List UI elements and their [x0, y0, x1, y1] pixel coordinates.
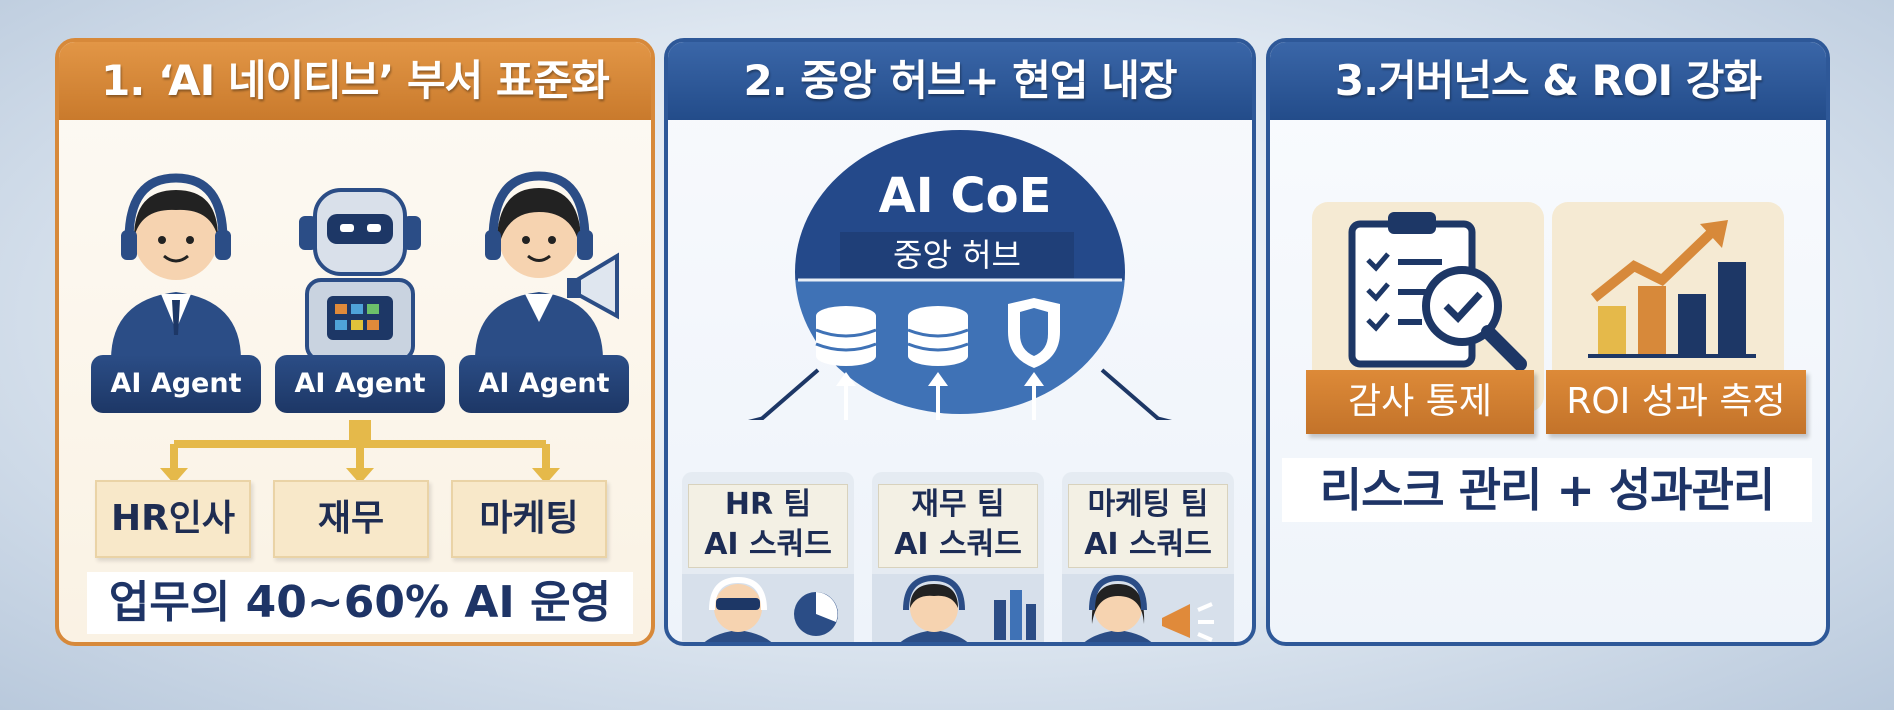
squad-finance: 재무 팀 AI 스쿼드: [872, 472, 1044, 642]
dept-hr: HR인사: [95, 480, 251, 558]
dept-finance: 재무: [273, 480, 429, 558]
megaphone-agent-icon: [475, 171, 619, 360]
hub-title: AI CoE: [878, 168, 1052, 224]
distribution-arrows: [160, 420, 560, 484]
agent-label-3: AI Agent: [459, 355, 629, 413]
panel-governance-roi: 3.거버넌스 & ROI 강화 감사: [1266, 38, 1830, 646]
panel-2-title: 2. 중앙 허브+ 현업 내장: [668, 42, 1252, 120]
panel-ai-native: 1. ‘AI 네이티브’ 부서 표준화 AI Agent: [55, 38, 655, 646]
headset-agent-icon: [111, 173, 241, 360]
agent-card-1: AI Agent: [91, 160, 261, 420]
ai-operation-summary: 업무의 40~60% AI 운영: [87, 572, 633, 634]
hub-subtitle: 중앙 허브: [840, 232, 1074, 278]
squad-marketing-name: AI 스쿼드: [1084, 527, 1212, 562]
dept-marketing: 마케팅: [451, 480, 607, 558]
squad-hr-name: AI 스쿼드: [704, 527, 832, 562]
squad-hr-illustration: [682, 574, 854, 642]
risk-performance-summary: 리스크 관리 + 성과관리: [1282, 458, 1812, 522]
panel-1-title: 1. ‘AI 네이티브’ 부서 표준화: [59, 42, 651, 120]
squad-finance-illustration: [872, 574, 1044, 642]
agent-card-2: AI Agent: [275, 160, 445, 420]
audit-control-button: 감사 통제: [1306, 370, 1534, 434]
squad-hr-team: HR 팀: [724, 487, 812, 522]
panel-central-hub: 2. 중앙 허브+ 현업 내장: [664, 38, 1256, 646]
roi-measure-button: ROI 성과 측정: [1546, 370, 1806, 434]
agent-label-1: AI Agent: [91, 355, 261, 413]
clipboard-checklist-icon: [1348, 212, 1527, 371]
robot-agent-icon: [299, 188, 421, 360]
squad-marketing-team: 마케팅 팀: [1087, 487, 1209, 522]
agent-label-2: AI Agent: [275, 355, 445, 413]
squad-hr: HR 팀 AI 스쿼드: [682, 472, 854, 642]
shield-icon: [1008, 298, 1060, 368]
squad-finance-team: 재무 팀: [911, 487, 1005, 522]
database-icon: [815, 306, 877, 366]
squad-marketing-illustration: [1062, 574, 1234, 642]
squad-marketing: 마케팅 팀 AI 스쿼드: [1062, 472, 1234, 642]
agent-card-3: AI Agent: [459, 160, 629, 420]
panel-3-title: 3.거버넌스 & ROI 강화: [1270, 42, 1826, 120]
bar-chart-growth-icon: [1588, 220, 1756, 358]
magnifier-check-icon: [1422, 266, 1527, 371]
squad-finance-name: AI 스쿼드: [894, 527, 1022, 562]
database-icon: [907, 306, 969, 366]
